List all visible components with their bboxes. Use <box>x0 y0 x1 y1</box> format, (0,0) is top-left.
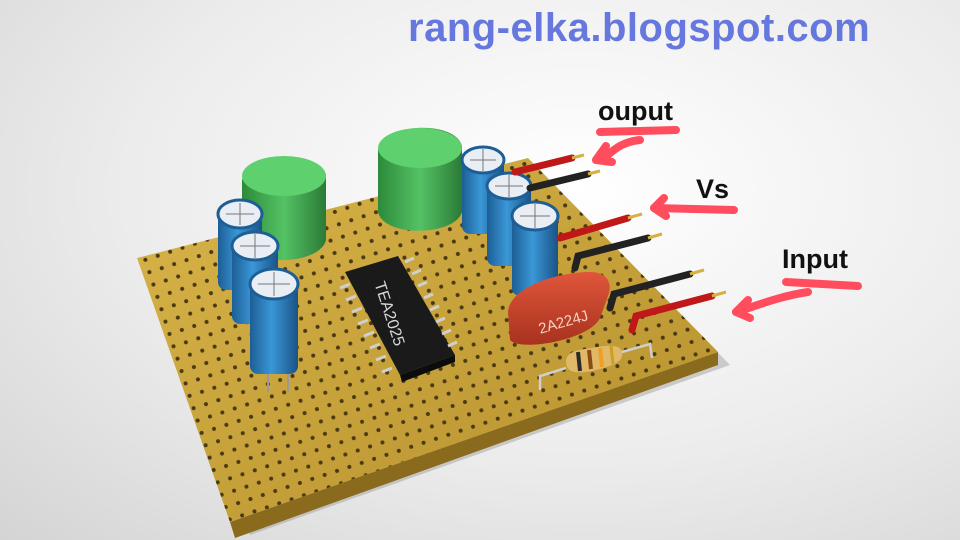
input-label: Input <box>782 244 848 274</box>
vs-arrow <box>650 194 738 220</box>
output-arrow <box>592 126 680 166</box>
inductor-right <box>378 127 462 231</box>
input-arrow <box>732 278 862 322</box>
board-edge <box>230 352 718 538</box>
film-capacitor <box>508 272 610 345</box>
capacitor-left-3 <box>248 267 300 392</box>
vs-wires <box>556 212 663 272</box>
output-label: ouput <box>598 96 673 126</box>
output-wires <box>511 153 601 192</box>
watermark-text: rang-elka.blogspot.com <box>408 6 871 50</box>
capacitor-right-3 <box>510 200 560 296</box>
resistor <box>538 342 654 390</box>
ic-chip <box>339 256 458 382</box>
input-wires <box>606 268 727 334</box>
vs-label: Vs <box>696 174 730 204</box>
